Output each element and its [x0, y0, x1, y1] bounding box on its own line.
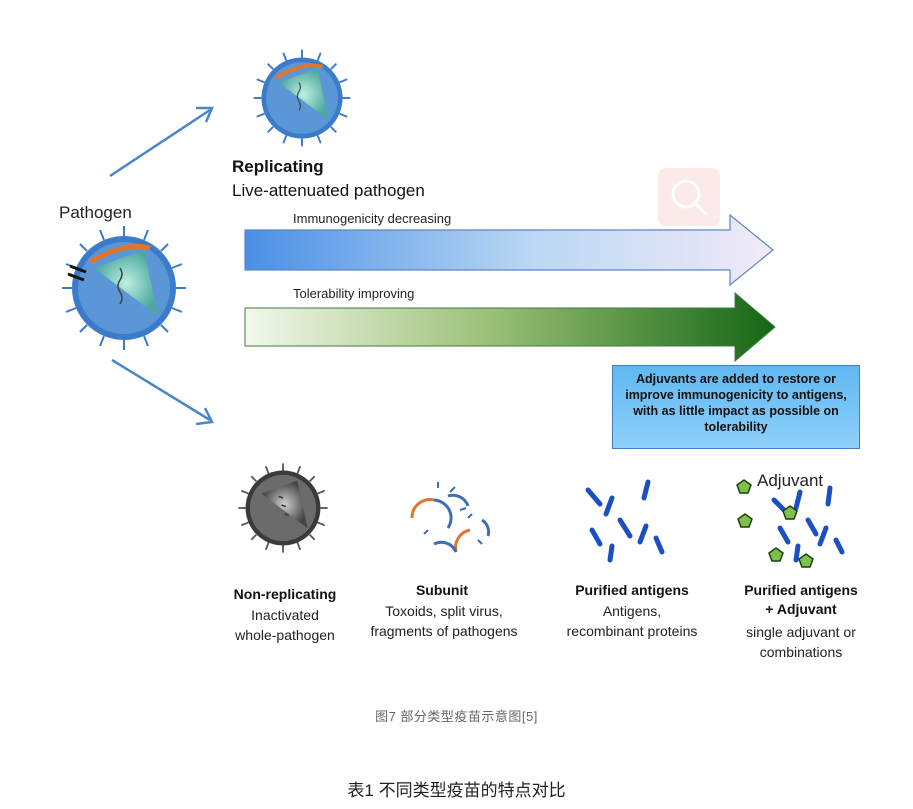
- tolerability-arrow: [244, 291, 776, 363]
- type-title-purified-antigens-adjuvant: Purified antigens + Adjuvant: [744, 582, 858, 617]
- type-desc-purified-antigens: Antigens, recombinant proteins: [566, 603, 698, 639]
- arrow-down-to-nonreplicating: [111, 358, 214, 426]
- type-title-non-replicating: Non-replicating: [233, 586, 337, 602]
- magnifier-watermark-icon: [658, 168, 720, 226]
- adjuvant-callout-box: Adjuvants are added to restore or improv…: [612, 365, 860, 449]
- tolerability-arrow-label: Tolerability improving: [293, 286, 415, 301]
- pathogen-virus-icon: [62, 226, 186, 350]
- subunit-fragments-icon: [410, 482, 491, 553]
- type-desc-non-replicating: Inactivated whole-pathogen: [235, 607, 335, 643]
- vaccine-types-diagram: [62, 49, 845, 568]
- replicating-title: Replicating: [232, 157, 324, 176]
- pathogen-label: Pathogen: [59, 203, 132, 222]
- table-title: 表1 不同类型疫苗的特点对比: [347, 781, 566, 800]
- replicating-subtitle: Live-attenuated pathogen: [232, 181, 425, 200]
- purified-antigens-icon: [585, 479, 665, 563]
- adjuvant-label: Adjuvant: [757, 471, 824, 490]
- adjuvant-antigens-icon: [736, 479, 845, 568]
- type-title-purified-antigens: Purified antigens: [575, 582, 689, 598]
- replicating-virus-icon: [253, 49, 351, 147]
- type-desc-subunit: Toxoids, split virus, fragments of patho…: [370, 603, 518, 639]
- arrow-up-to-replicating: [109, 106, 214, 178]
- type-title-subunit: Subunit: [415, 582, 469, 598]
- inactivated-virus-icon: [238, 463, 328, 553]
- figure-caption: 图7 部分类型疫苗示意图[5]: [375, 709, 538, 724]
- type-desc-purified-antigens-adjuvant: single adjuvant or combinations: [746, 624, 856, 660]
- immunogenicity-arrow-label: Immunogenicity decreasing: [293, 211, 452, 226]
- immunogenicity-arrow: [244, 213, 774, 287]
